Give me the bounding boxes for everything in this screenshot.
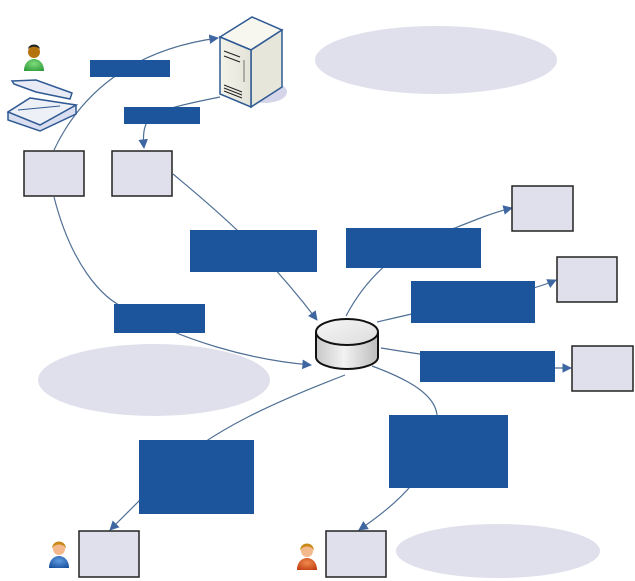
label-db-to-user-red: [389, 415, 508, 488]
edge-left-box-to-server: [53, 34, 219, 151]
ellipse-mid-left: [38, 344, 270, 416]
label-left-to-db: [114, 304, 205, 333]
user-icon-blue: [49, 541, 69, 568]
user-icon-red: [297, 543, 317, 570]
box-user-blue[interactable]: [78, 530, 140, 578]
ellipse-bottom-right: [396, 524, 600, 578]
database-icon[interactable]: [315, 318, 379, 370]
box-input-left[interactable]: [23, 150, 85, 197]
label-server-to-box: [124, 107, 200, 124]
labels: [90, 60, 555, 514]
user-icon-green: [24, 44, 44, 71]
label-db-to-user-blue: [139, 440, 254, 514]
edge-left-box-to-db: [53, 196, 312, 370]
scanner-icon[interactable]: [6, 79, 79, 132]
nodes: [23, 150, 634, 578]
box-out-3[interactable]: [571, 345, 634, 392]
box-input-right[interactable]: [111, 150, 173, 197]
server-icon[interactable]: [218, 16, 287, 109]
box-out-1[interactable]: [511, 185, 574, 232]
label-db-to-out1: [346, 228, 481, 268]
label-scan-to-server: [90, 60, 170, 77]
label-db-to-out3: [420, 351, 555, 382]
ellipse-top-right: [315, 26, 557, 94]
label-box-to-db: [190, 230, 317, 272]
box-user-red[interactable]: [325, 530, 387, 578]
box-out-2[interactable]: [556, 256, 618, 303]
label-db-to-out2: [411, 281, 535, 323]
